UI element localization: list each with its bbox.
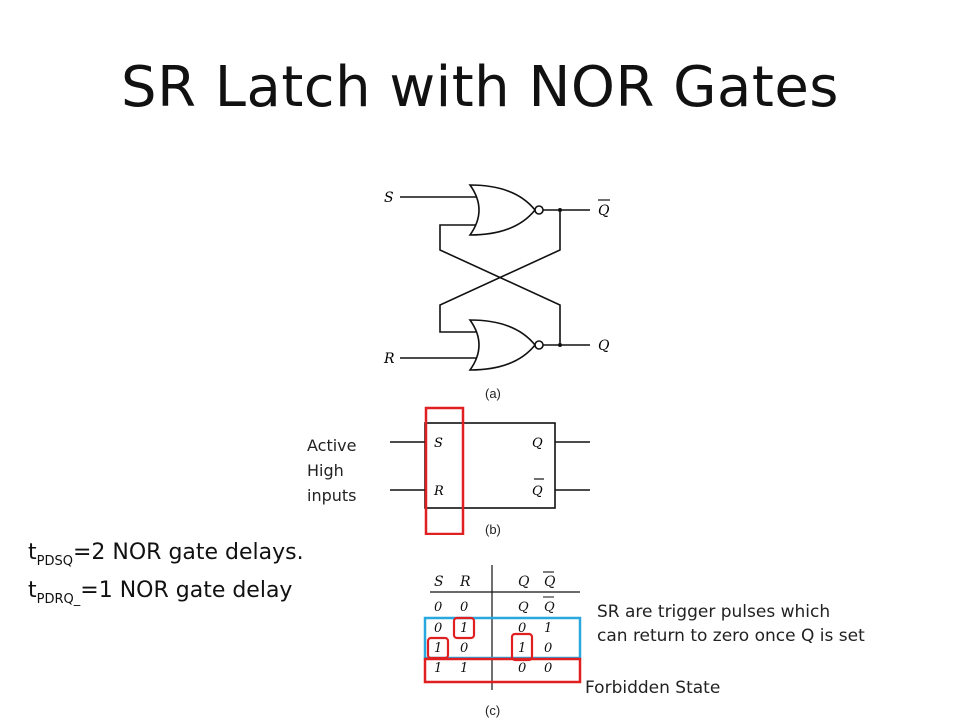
tt-r3-r: 1: [460, 661, 468, 676]
tt-r2-r: 0: [460, 641, 468, 656]
bottom-nor-bubble: [534, 340, 544, 350]
delay-line-sq: tPDSQ=2 NOR gate delays.: [28, 540, 304, 569]
tt-r0-s: 0: [434, 600, 442, 615]
tt-r2-q: 1: [518, 641, 526, 656]
tt-r3-q: 0: [518, 661, 526, 676]
bottom-nor-gate: [468, 319, 537, 371]
tt-header-q: Q: [518, 574, 530, 590]
tt-r2-qbar: 0: [544, 641, 552, 656]
tt-r1-r: 1: [460, 621, 468, 636]
tt-r1-q: 0: [518, 621, 526, 636]
annotation-line-1: Active: [307, 436, 357, 455]
tt-header-r: R: [459, 574, 471, 590]
tt-r0-r: 0: [460, 600, 468, 615]
page-title: SR Latch with NOR Gates: [121, 55, 839, 120]
r-input-highlight: [452, 616, 476, 640]
tt-r3-s: 1: [434, 661, 442, 676]
tt-r1-qbar: 1: [544, 621, 552, 636]
trigger-note-line-2: can return to zero once Q is set: [597, 626, 865, 646]
truth-table: S R Q Q 0 0 Q Q 0 1 0 1 1 0 1 0 1 1 0 0: [423, 565, 582, 690]
block-s-label: S: [434, 436, 443, 451]
tt-r0-qbar: Q: [544, 600, 555, 615]
block-r-label: R: [433, 484, 444, 499]
schematic-q-label: Q: [598, 338, 610, 354]
tt-r2-s: 1: [434, 641, 442, 656]
active-high-highlight: [424, 406, 465, 535]
forbidden-state-note: Forbidden State: [585, 678, 721, 698]
block-qbar-label: Q: [532, 484, 543, 499]
trigger-note: SR are trigger pulses which can return t…: [597, 600, 865, 648]
q-set-highlight: [510, 632, 534, 662]
annotation-line-3: inputs: [307, 486, 357, 505]
block-q-label: Q: [532, 436, 543, 451]
active-high-annotation: Active High inputs: [307, 433, 357, 508]
tt-header-qbar: Q: [544, 574, 556, 590]
tt-r3-qbar: 0: [544, 661, 552, 676]
schematic-qbar-label: Q: [598, 203, 610, 219]
sr-latch-schematic: S R Q Q: [383, 184, 610, 371]
figure-b-caption: (b): [485, 522, 501, 537]
figure-c-caption: (c): [485, 703, 501, 718]
top-nor-bubble: [534, 205, 544, 215]
schematic-r-label: R: [383, 351, 395, 367]
forbidden-row-highlight: [423, 657, 582, 684]
s-input-highlight: [426, 636, 450, 660]
figure-a-caption: (a): [485, 386, 501, 401]
tt-header-s: S: [434, 574, 444, 590]
schematic-s-label: S: [384, 190, 394, 206]
tt-r1-s: 0: [434, 621, 442, 636]
tt-r0-q: Q: [518, 600, 529, 615]
top-nor-gate: [468, 184, 537, 236]
sr-latch-block-symbol: S R Q Q: [390, 406, 590, 535]
annotation-line-2: High: [307, 461, 344, 480]
delay-line-rq: tPDRQ_=1 NOR gate delay: [28, 578, 293, 607]
trigger-note-line-1: SR are trigger pulses which: [597, 602, 831, 622]
